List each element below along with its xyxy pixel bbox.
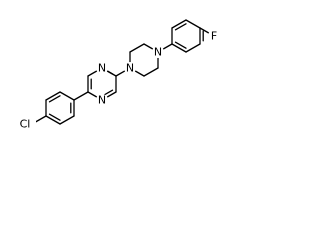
pyrimidine-ring (73, 67, 117, 101)
atom-labels: F N N N N Cl (18, 30, 220, 131)
piperazine-ring (115, 43, 173, 77)
fluorophenyl-ring (171, 19, 215, 53)
chlorophenyl-ring (31, 91, 75, 125)
chemical-structure: F N N N N Cl (18, 19, 220, 131)
pyrimidine-n1-atom: N (98, 62, 106, 75)
piperazine-n4-atom: N (154, 46, 162, 59)
chlorine-atom: Cl (20, 118, 31, 131)
piperazine-n1-atom: N (126, 62, 134, 75)
fluorine-atom: F (211, 30, 217, 43)
pyrimidine-n3-atom: N (98, 94, 106, 107)
